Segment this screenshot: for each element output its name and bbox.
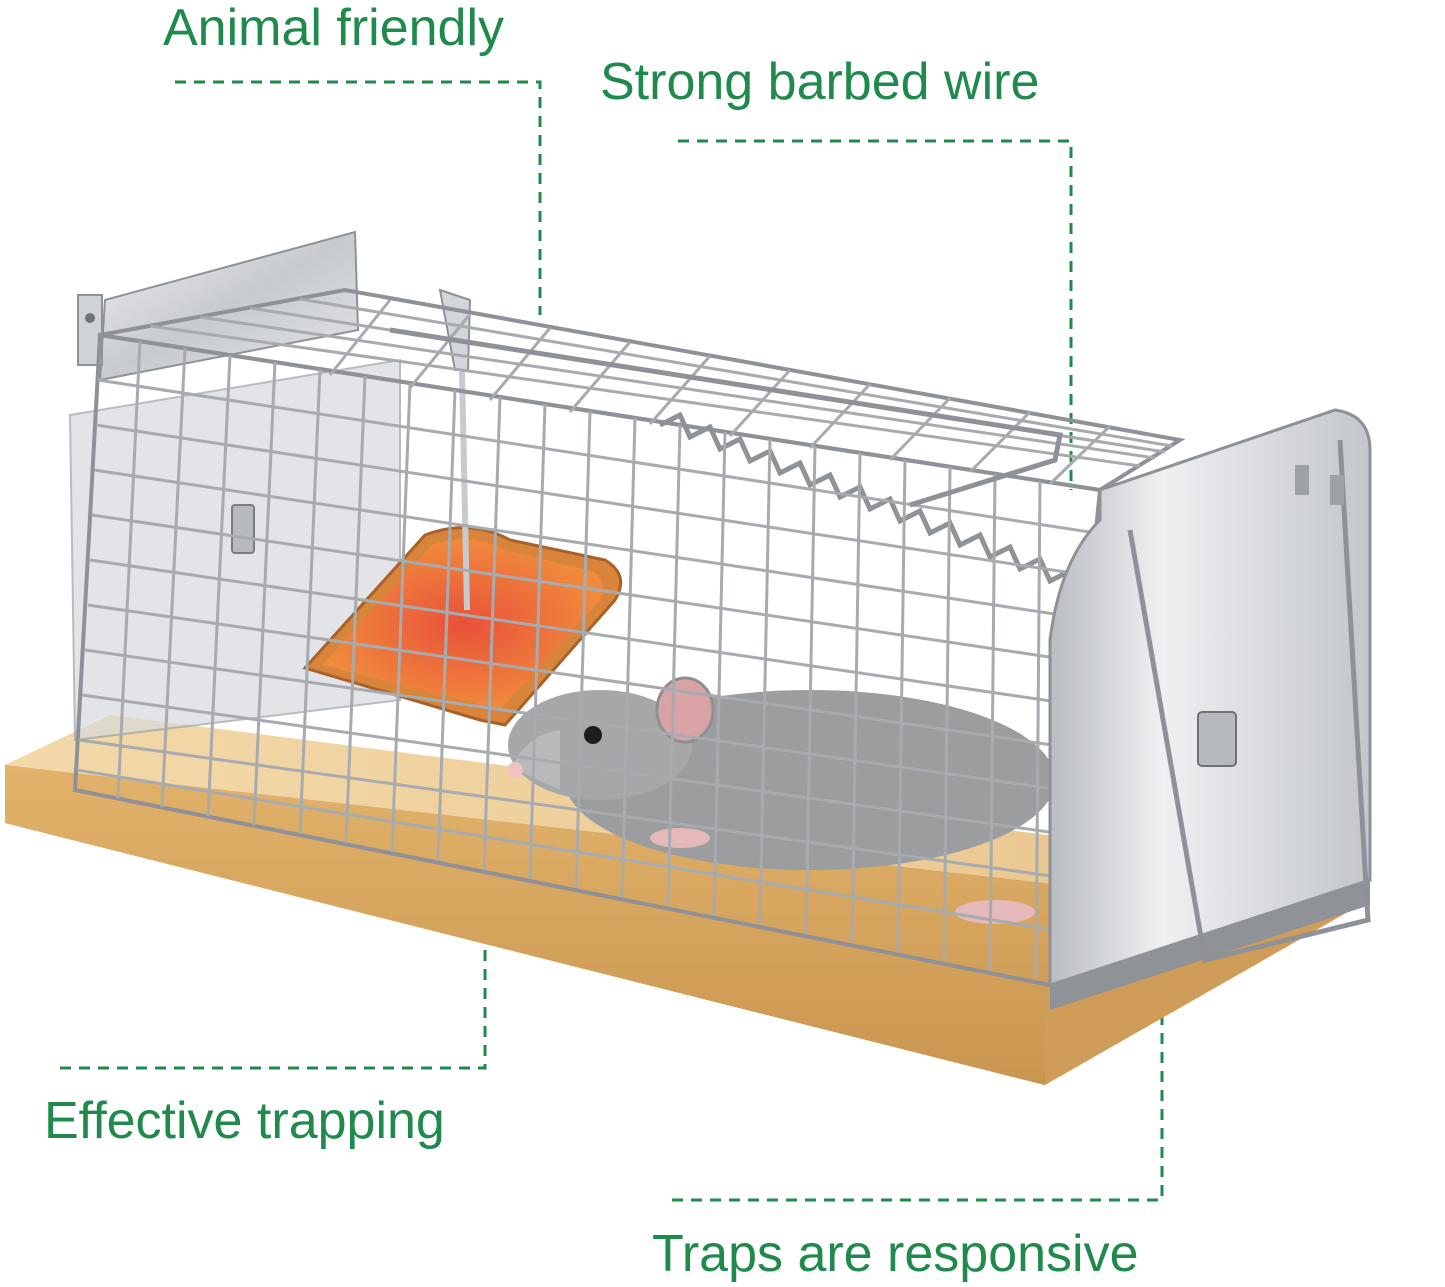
callout-traps-responsive: Traps are responsive bbox=[652, 1225, 1139, 1283]
leader-effective-trapping bbox=[60, 800, 487, 1070]
wire-mesh-cage bbox=[72, 287, 1186, 988]
callout-animal-friendly: Animal friendly bbox=[163, 0, 505, 57]
right-end-door bbox=[1048, 408, 1372, 1010]
callout-strong-barbed-wire: Strong barbed wire bbox=[600, 53, 1040, 111]
callout-effective-trapping: Effective trapping bbox=[44, 1092, 445, 1150]
leader-lines bbox=[60, 80, 1164, 1202]
leader-traps-responsive bbox=[672, 930, 1164, 1202]
leader-animal-friendly bbox=[175, 80, 542, 315]
toast-bait bbox=[302, 288, 623, 727]
spring bbox=[658, 411, 1083, 595]
